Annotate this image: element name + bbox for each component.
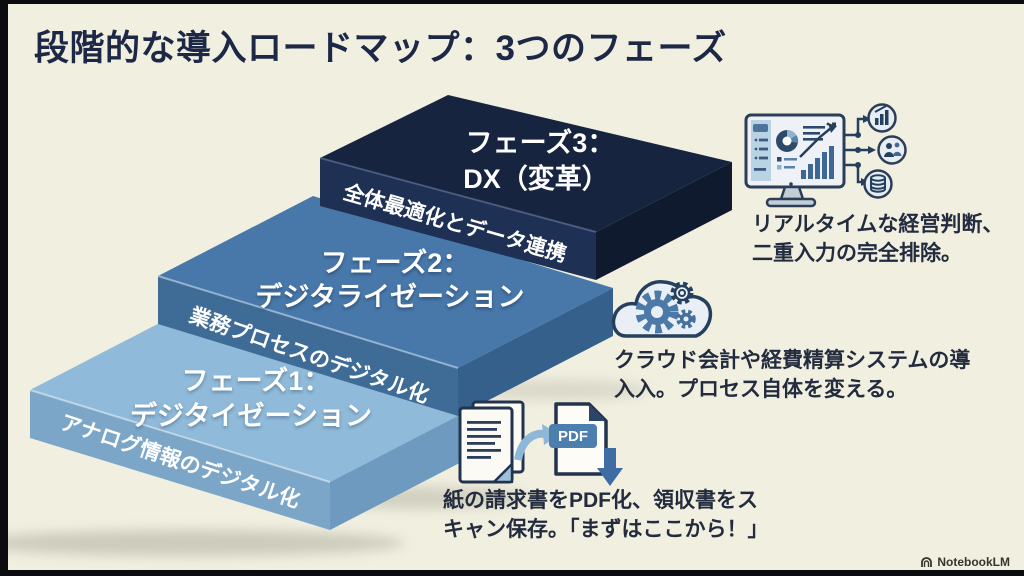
watermark-label: NotebookLM — [937, 555, 1010, 569]
gear-outline — [670, 281, 694, 305]
phase-3-front-face — [320, 158, 596, 280]
frame-bar-left — [0, 0, 8, 576]
documents-glyph — [458, 400, 525, 484]
phase-1-annotation-line2: キャン保存。「まずはここから！」 — [443, 518, 769, 541]
gear-large — [635, 290, 679, 334]
phase-1-top-face — [30, 315, 475, 482]
pdf-label: PDF — [558, 428, 588, 445]
gear-small — [676, 309, 696, 329]
phase-2-side-face — [458, 288, 613, 416]
people-node-icon — [877, 135, 907, 165]
phase-2-annotation: クラウド会計や経費精算システムの導 入入。プロセス自体を変える。 — [614, 346, 1024, 404]
phase-1-front-face — [30, 390, 330, 530]
frame-bar-top — [0, 0, 1024, 4]
phase-1-step: フェーズ1： デジタイゼーション アナログ情報のデジタル化 — [29, 315, 475, 530]
phase-1-side-face — [330, 407, 475, 530]
phase-2-annotation-line1: クラウド会計や経費精算システムの導 — [614, 349, 971, 372]
phase-2-front-face — [158, 276, 458, 416]
dashboard-monitor-icon — [744, 103, 907, 208]
phase-1-title-line1: フェーズ1： — [182, 365, 331, 396]
phase-3-annotation-line1: リアルタイムな経営判断、 — [752, 213, 1004, 236]
database-node-icon — [863, 169, 893, 199]
chart-node-icon — [867, 103, 897, 133]
phase-2-top-face — [158, 196, 613, 368]
cloud-gears-icon — [611, 280, 713, 338]
bar-chart-glyph — [799, 123, 837, 179]
phase-3-side-face — [596, 162, 732, 280]
pdf-file-glyph: PDF — [549, 402, 623, 486]
phase-2-title-line2: デジタライゼーション — [256, 281, 525, 312]
phase-3-title-line2: DX（変革） — [463, 163, 609, 194]
phase-3-top-face — [320, 95, 732, 232]
phase-1-title-line2: デジタイゼーション — [130, 400, 372, 431]
page-title: 段階的な導入ロードマップ：3つのフェーズ — [34, 29, 727, 68]
phase-2-annotation-line2: 入入。プロセス自体を変える。 — [614, 378, 908, 401]
phase-3-annotation: リアルタイムな経営判断、 二重入力の完全排除。 — [752, 210, 1022, 268]
paper-to-pdf-icon: PDF — [458, 400, 623, 486]
phase-2-title-line1: フェーズ2： — [321, 247, 470, 278]
phase-1-annotation-line1: 紙の請求書をPDF化、領収書をス — [443, 489, 758, 512]
phase-3-step: フェーズ3： DX（変革） 全体最適化とデータ連携 — [319, 95, 732, 280]
phase-3-title-line1: フェーズ3： — [466, 127, 615, 158]
phase-3-annotation-line2: 二重入力の完全排除。 — [752, 242, 962, 265]
frame-bar-bottom — [0, 570, 1024, 576]
phase-1-annotation: 紙の請求書をPDF化、領収書をス キャン保存。「まずはここから！」 — [443, 486, 803, 544]
notebooklm-logo-icon — [921, 556, 933, 567]
watermark: NotebookLM — [920, 555, 1010, 569]
